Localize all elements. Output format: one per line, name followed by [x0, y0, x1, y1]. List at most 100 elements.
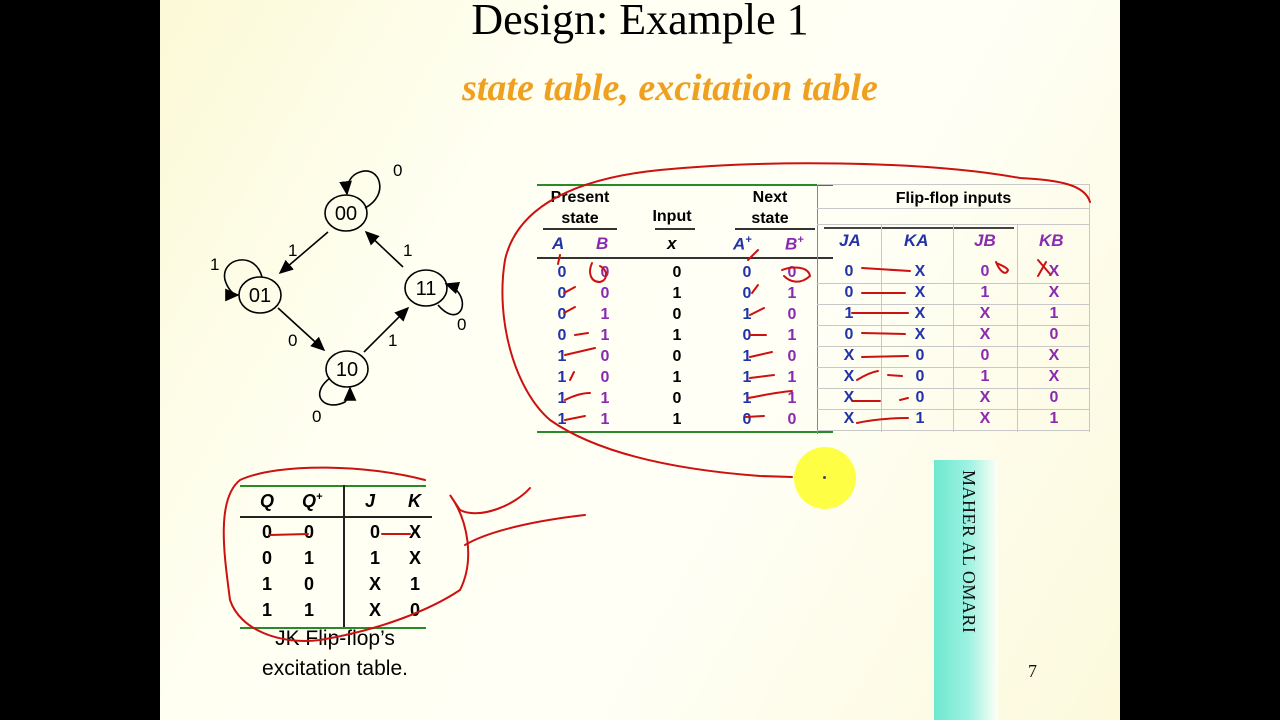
ff-input-cell: X	[979, 326, 991, 343]
ff-input-cell: X	[1048, 284, 1060, 301]
excitation-cell: 0	[409, 600, 420, 620]
state-table-cell: 0	[557, 264, 567, 281]
ff-input-cell: 0	[844, 284, 854, 301]
node-01: 01	[238, 276, 282, 314]
ff-input-cell: 1	[844, 305, 854, 322]
svg-text:11: 11	[416, 278, 437, 300]
ff-input-cell: X	[914, 263, 926, 280]
col-Q: Q	[260, 491, 275, 511]
ff-input-cell: 1	[980, 368, 990, 385]
excitation-cell: 1	[303, 548, 314, 568]
svg-text:0: 0	[393, 161, 402, 180]
excitation-cell: 0	[261, 548, 272, 568]
ff-input-cell: X	[1048, 263, 1060, 280]
node-10: 10	[325, 350, 369, 388]
state-table-cell: 0	[672, 264, 682, 281]
table-top-rule	[537, 184, 833, 186]
ff-input-cell: X	[979, 389, 991, 406]
state-table-cell: 1	[557, 348, 567, 365]
node-00: 00	[324, 194, 368, 232]
state-table-cell: 1	[600, 327, 610, 344]
ff-input-cell: 0	[844, 326, 854, 343]
state-table-cell: 1	[672, 285, 682, 302]
state-table-cell: 0	[557, 306, 567, 323]
state-table-cell: 0	[672, 390, 682, 407]
ff-input-cell: 0	[915, 347, 925, 364]
svg-text:00: 00	[335, 203, 357, 225]
ff-input-cell: X	[1048, 347, 1060, 364]
state-table-cell: 0	[742, 327, 752, 344]
flip-flop-inputs-header: Flip-flop inputs	[895, 190, 1012, 207]
state-table-cell: 1	[742, 369, 752, 386]
input-header: Input	[652, 208, 692, 225]
svg-text:0: 0	[288, 331, 297, 350]
ff-input-cell: 0	[915, 368, 925, 385]
excitation-cell: X	[408, 548, 421, 568]
ff-input-cell: X	[843, 347, 855, 364]
node-11: 11	[404, 269, 448, 307]
excitation-caption-line2: excitation table.	[262, 657, 408, 680]
ff-input-cell: 1	[1049, 305, 1059, 322]
svg-text:0: 0	[312, 407, 321, 426]
state-table-cell: 0	[742, 264, 752, 281]
state-table-cell: 1	[787, 390, 797, 407]
col-J: J	[365, 491, 376, 511]
ff-input-cell: X	[914, 305, 926, 322]
state-table-cell: 1	[672, 369, 682, 386]
table-bottom-rule	[537, 431, 833, 433]
ff-input-cell: 0	[915, 389, 925, 406]
next-state-header: Next state	[751, 189, 789, 227]
state-table-cell: 0	[787, 306, 797, 323]
excitation-cell: X	[368, 574, 381, 594]
excitation-cell: X	[368, 600, 381, 620]
state-table-cell: 1	[742, 348, 752, 365]
col-KB: KB	[1039, 231, 1064, 250]
col-KA: KA	[904, 231, 929, 250]
excitation-caption-line1: JK Flip-flop’s	[275, 627, 395, 650]
state-table-cell: 1	[600, 306, 610, 323]
excitation-cell: 1	[261, 600, 272, 620]
ff-input-cell: 0	[980, 263, 990, 280]
svg-text:1: 1	[210, 255, 219, 274]
ff-input-cell: X	[843, 389, 855, 406]
state-table-cell: 1	[600, 411, 610, 428]
col-K: K	[408, 491, 421, 511]
svg-text:01: 01	[249, 285, 271, 307]
page-number: 7	[1028, 661, 1037, 681]
col-A: A	[552, 234, 565, 253]
state-table-cell: 0	[787, 411, 797, 428]
present-state-header: Present state	[550, 189, 610, 227]
state-table-cell: 1	[787, 285, 797, 302]
ff-input-cell: 0	[1049, 389, 1059, 406]
state-table-cell: 0	[672, 348, 682, 365]
col-x: x	[667, 234, 677, 253]
state-table-cell: 0	[787, 348, 797, 365]
ff-input-cell: X	[1048, 368, 1060, 385]
ff-input-cell: 0	[1049, 326, 1059, 343]
state-table-cell: 0	[672, 306, 682, 323]
state-table-cell: 1	[742, 390, 752, 407]
slide-subtitle: state table, excitation table	[462, 67, 878, 109]
ff-input-cell: 1	[1049, 410, 1059, 427]
svg-text:1: 1	[288, 241, 297, 260]
state-table-cell: 0	[600, 348, 610, 365]
col-A-next: A+	[733, 234, 752, 254]
state-table-cell: 1	[742, 306, 752, 323]
ff-input-cell: X	[914, 284, 926, 301]
svg-text:1: 1	[388, 331, 397, 350]
col-JA: JA	[839, 231, 861, 250]
state-table-cell: 0	[787, 264, 797, 281]
state-table-cell: 1	[787, 369, 797, 386]
state-table-cell: 1	[600, 390, 610, 407]
state-diagram: 00 01 11 10 0 1 1 1 0 0 1 0	[210, 161, 466, 426]
excitation-cell: 1	[409, 574, 420, 594]
col-B-next: B+	[785, 234, 804, 254]
col-Q-next: Q+	[302, 491, 323, 511]
state-table-cell: 1	[672, 327, 682, 344]
state-table-cell: 0	[557, 285, 567, 302]
ff-input-cell: X	[979, 410, 991, 427]
state-table-cell: 0	[557, 327, 567, 344]
ff-input-cell: 0	[980, 347, 990, 364]
ff-input-cell: 0	[844, 263, 854, 280]
state-table-cell: 0	[600, 285, 610, 302]
